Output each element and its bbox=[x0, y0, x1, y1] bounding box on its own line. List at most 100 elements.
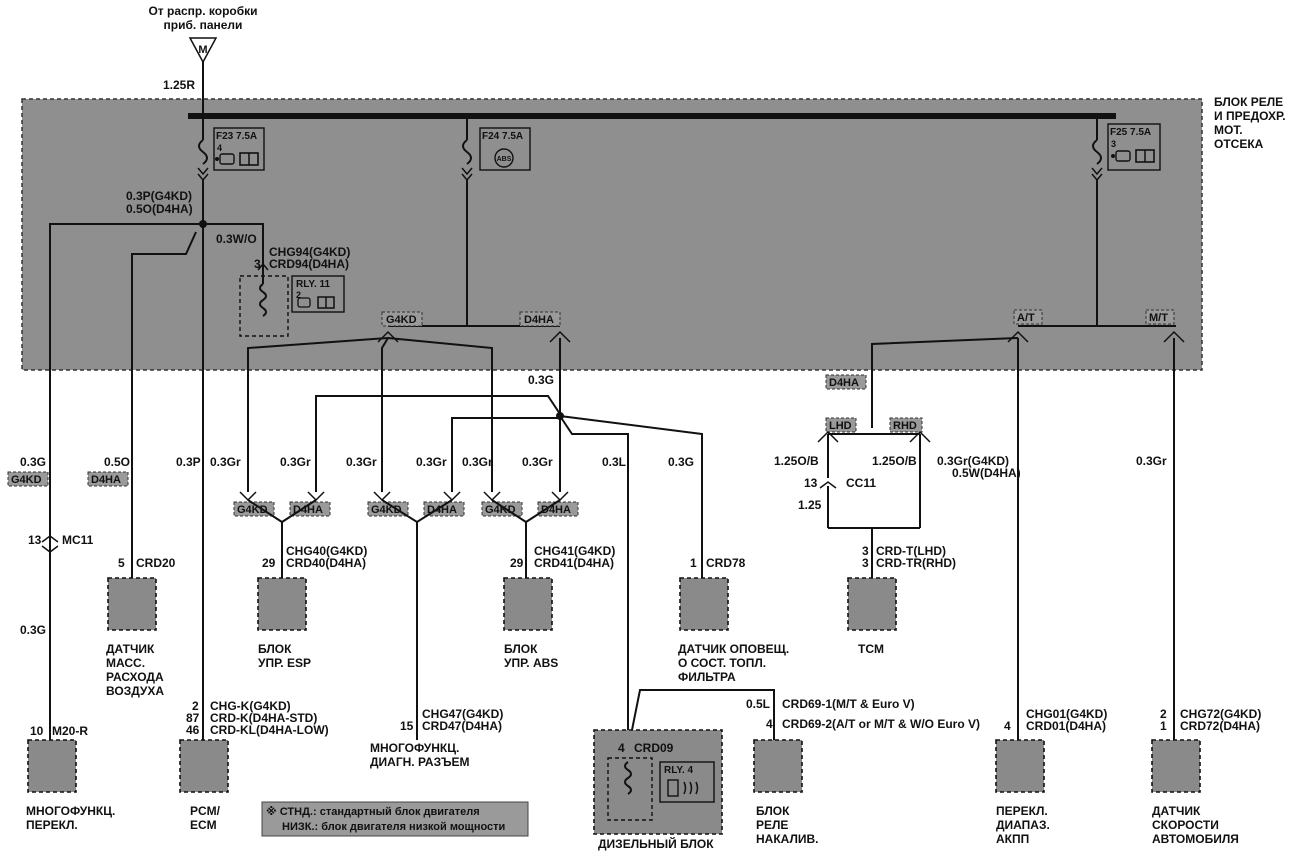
diagram-label: TCM bbox=[858, 642, 884, 656]
diagram-label: ДАТЧИК ОПОВЕЩ. bbox=[678, 642, 789, 656]
wire-label: 0.3W/O bbox=[216, 232, 257, 246]
diagram-label: УПР. ABS bbox=[504, 656, 558, 670]
source-label-2: приб. панели bbox=[164, 18, 243, 32]
diagram-label: 1.25O/B bbox=[774, 454, 819, 468]
diagram-label: CHG72(G4KD) bbox=[1180, 707, 1261, 721]
diagram-label: АВТОМОБИЛЯ bbox=[1152, 832, 1239, 846]
diagram-label: RLY. 4 bbox=[664, 765, 694, 776]
diagram-label: CRD-TR(RHD) bbox=[876, 556, 956, 570]
diagram-label: 2 bbox=[296, 290, 301, 300]
fuse-f23-label: F23 7.5A bbox=[216, 131, 257, 142]
tcm-box bbox=[847, 577, 897, 631]
diagram-label: 0.3G bbox=[668, 455, 694, 469]
diagram-label: MC11 bbox=[62, 533, 94, 547]
diagram-label: CRD69-2(A/T or M/T & W/O Euro V) bbox=[782, 717, 980, 731]
relay-block-title-3: МОТ. bbox=[1214, 123, 1243, 137]
book-icon bbox=[239, 152, 259, 166]
diagram-label: M20-R bbox=[52, 724, 88, 738]
diagram-label: 0.3Gr bbox=[1136, 454, 1167, 468]
abs-icon: ABS bbox=[494, 148, 514, 168]
fuse-f23-pin: 4 bbox=[217, 143, 222, 153]
diagram-label: G4KD bbox=[386, 314, 417, 326]
vehicle-speed-sensor-box bbox=[1151, 739, 1201, 793]
fuse-f24-label: F24 7.5A bbox=[482, 131, 523, 142]
diagram-label: 0.3Gr bbox=[522, 455, 553, 469]
diagram-label: CC11 bbox=[846, 476, 876, 490]
diagram-label: CHG47(G4KD) bbox=[422, 707, 503, 721]
diagram-label: 3 bbox=[862, 544, 869, 558]
engine-icon bbox=[215, 153, 235, 165]
diagram-label: НАКАЛИВ. bbox=[756, 832, 819, 846]
engine-icon bbox=[297, 297, 311, 308]
diagram-label: 0.3Gr bbox=[280, 455, 311, 469]
diagram-label: 1.25O/B bbox=[872, 454, 917, 468]
diagram-label: ДИАПАЗ. bbox=[996, 818, 1050, 832]
pin-label: 3 bbox=[254, 257, 261, 271]
diagram-label: M/T bbox=[1149, 312, 1168, 324]
diagram-label: D4HA bbox=[427, 504, 457, 516]
diagram-label: D4HA bbox=[829, 377, 859, 389]
diagram-label: G4KD bbox=[11, 474, 42, 486]
diagram-label: D4HA bbox=[91, 474, 121, 486]
diagram-label: PCM/ bbox=[190, 804, 221, 818]
diagram-label: 87 bbox=[186, 711, 200, 725]
diagram-label: ДИЗЕЛЬНЫЙ БЛОК bbox=[598, 836, 714, 851]
diagram-label: D4HA bbox=[293, 504, 323, 516]
footnote-line-1: ※ СТНД.: стандартный блок двигателя bbox=[266, 806, 480, 818]
diagram-label: 2 bbox=[192, 699, 199, 713]
diagram-label: 0.3Gr bbox=[416, 455, 447, 469]
diagram-label: СКОРОСТИ bbox=[1152, 818, 1219, 832]
diagram-label: 4 bbox=[618, 741, 625, 755]
diagram-label: CRD09 bbox=[634, 741, 674, 755]
diagram-label: 1 bbox=[1160, 719, 1167, 733]
diagram-label: 0.3Gr(G4KD) bbox=[937, 454, 1009, 468]
source-label-1: От распр. коробки bbox=[148, 4, 257, 18]
engine-icon bbox=[1111, 150, 1131, 162]
diagram-label: ДИАГН. РАЗЪЕМ bbox=[370, 755, 470, 769]
diagram-label: 29 bbox=[262, 556, 276, 570]
tag-g4kd bbox=[381, 311, 423, 327]
diagram-label: ПЕРЕКЛ. bbox=[26, 818, 78, 832]
source-connector-label: M bbox=[198, 44, 207, 56]
pcm-ecm-box bbox=[179, 739, 229, 793]
diagram-label: ABS bbox=[497, 156, 512, 163]
diagram-label: CRD-K(D4HA-STD) bbox=[210, 711, 317, 725]
source-wire-label: 1.25R bbox=[163, 78, 195, 92]
diagram-label: CRD69-1(M/T & Euro V) bbox=[782, 697, 915, 711]
diagram-label: 4 bbox=[1004, 719, 1011, 733]
diagram-label: 3 bbox=[862, 556, 869, 570]
diagram-label: МАСС. bbox=[106, 656, 145, 670]
diagram-label: МНОГОФУНКЦ. bbox=[26, 804, 115, 818]
fuse-f25-label: F25 7.5A bbox=[1110, 127, 1151, 138]
diagram-label: 0.5L bbox=[746, 697, 770, 711]
relay-block-area bbox=[21, 98, 1203, 371]
fuse-f25: F25 7.5A 3 bbox=[1091, 116, 1161, 326]
diagram-label: LHD bbox=[829, 420, 852, 432]
diagram-label: CRD-KL(D4HA-LOW) bbox=[210, 723, 329, 737]
diagram-label: CRD41(D4HA) bbox=[534, 556, 614, 570]
diagram-label: RHD bbox=[893, 420, 917, 432]
diesel-block-box bbox=[593, 729, 723, 835]
diagram-label: 0.5W(D4HA) bbox=[952, 466, 1021, 480]
diagram-label: О СОСТ. ТОПЛ. bbox=[678, 656, 766, 670]
source-connector-icon bbox=[188, 37, 218, 64]
diagram-label: CRD01(D4HA) bbox=[1026, 719, 1106, 733]
multi-switch-box bbox=[27, 739, 77, 793]
diagram-label: CRD-T(LHD) bbox=[876, 544, 946, 558]
fuse-f24: F24 7.5A ABS bbox=[461, 116, 531, 326]
diagram-label: CRD72(D4HA) bbox=[1180, 719, 1260, 733]
diagram-label: 0.3Gr bbox=[462, 455, 493, 469]
diagram-label: 0.3G bbox=[20, 623, 46, 637]
diagram-label: ДАТЧИК bbox=[106, 642, 155, 656]
diagram-label: 15 bbox=[400, 719, 414, 733]
relay-block-title-1: БЛОК РЕЛЕ bbox=[1214, 95, 1283, 109]
diagram-label: БЛОК bbox=[258, 642, 292, 656]
diagram-label: CRD47(D4HA) bbox=[422, 719, 502, 733]
diagram-label: РАСХОДА bbox=[106, 670, 164, 684]
diagram-label: 0.3P bbox=[176, 455, 201, 469]
glow-relay-box bbox=[753, 739, 803, 793]
diagram-label: D4HA bbox=[524, 314, 554, 326]
diagram-label: 13 bbox=[804, 476, 818, 490]
fuel-filter-sensor-box bbox=[679, 577, 729, 631]
